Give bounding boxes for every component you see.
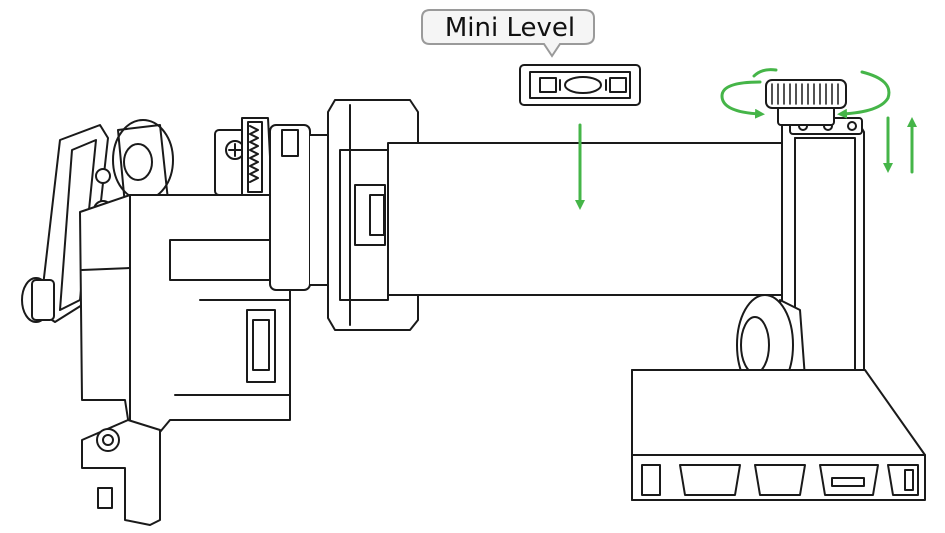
rotate-arrow-icon bbox=[720, 80, 765, 119]
idler-pulley bbox=[112, 119, 174, 206]
roller-tube bbox=[387, 142, 789, 296]
rotate-arrow-icon bbox=[752, 68, 778, 78]
adjustment-knob bbox=[765, 79, 847, 126]
base-plate bbox=[631, 369, 926, 501]
mounting-rail bbox=[81, 419, 161, 526]
mini-level bbox=[519, 64, 641, 106]
callout-label: Mini Level bbox=[445, 13, 575, 43]
gearbox-body bbox=[79, 194, 291, 433]
callout: Mini Level bbox=[421, 9, 595, 58]
rotate-arrow-icon bbox=[837, 70, 891, 119]
